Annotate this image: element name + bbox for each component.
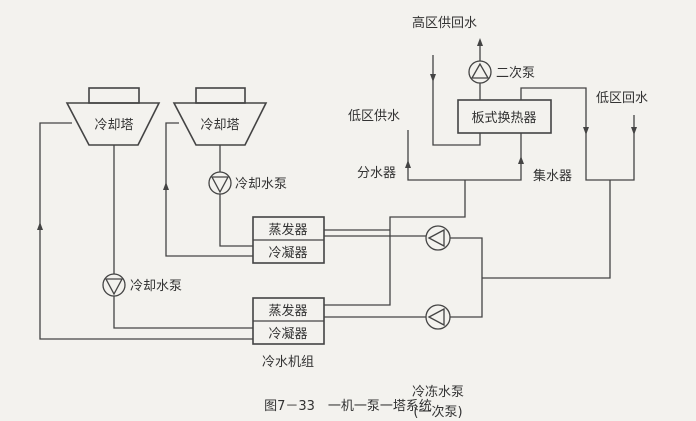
collector-label: 集水器 (533, 168, 572, 184)
plate-heat-exchanger: 板式换热器 (457, 99, 552, 134)
cooling-pump-2-label: 冷却水泵 (235, 177, 287, 192)
pump-up-icon (470, 62, 490, 79)
pump-left-icon (427, 228, 445, 248)
chilled-pump-upper (425, 225, 451, 251)
cooling-pump-1-label: 冷却水泵 (130, 279, 182, 294)
chilled-pump-lower (425, 304, 451, 330)
cooling-water-pipes (37, 122, 253, 340)
low-supply-label: 低区供水 (348, 109, 400, 124)
secondary-pump: 二次泵 (468, 60, 535, 84)
chiller-upper: 蒸发器 冷凝器 (252, 216, 325, 264)
high-zone-label: 高区供回水 (412, 15, 477, 31)
cooling-tower-2-label: 冷却塔 (200, 118, 239, 133)
distributor-collector (405, 38, 637, 181)
plate-exchanger-label: 板式换热器 (471, 111, 536, 126)
cooling-tower-2: 冷却塔 (172, 87, 268, 146)
cooling-tower-1-label: 冷却塔 (94, 118, 133, 133)
evaporator-label: 蒸发器 (268, 222, 307, 238)
low-return-label: 低区回水 (596, 91, 648, 106)
chilled-pump-label: 冷冻水泵 (412, 384, 464, 400)
pump-left-icon (427, 307, 445, 327)
secondary-pump-label: 二次泵 (496, 65, 535, 81)
condenser-label: 冷凝器 (268, 245, 307, 261)
figure-caption: 图7－33 一机一泵一塔系统 (264, 399, 432, 414)
cooling-pump-1: 冷却水泵 (102, 273, 182, 297)
cooling-tower-1: 冷却塔 (65, 87, 161, 146)
chiller-unit-label: 冷水机组 (262, 355, 314, 370)
chilled-water-pipes (324, 180, 611, 318)
condenser-label: 冷凝器 (268, 326, 307, 342)
pump-down-icon (104, 278, 124, 296)
distributor-label: 分水器 (357, 166, 396, 181)
chiller-lower: 蒸发器 冷凝器 (252, 297, 325, 345)
primary-pump-note: (一次泵) (413, 404, 462, 420)
evaporator-label: 蒸发器 (268, 303, 307, 319)
cooling-pump-2: 冷却水泵 (208, 171, 287, 195)
pump-down-icon (210, 176, 230, 194)
